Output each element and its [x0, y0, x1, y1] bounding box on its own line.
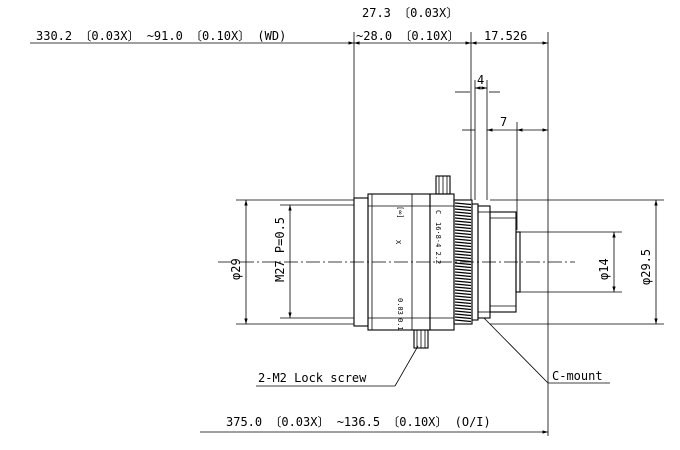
- knurl-line: [454, 229, 472, 233]
- knurl-line: [454, 244, 472, 248]
- knurl-line: [454, 220, 472, 224]
- knurl-line: [454, 208, 472, 212]
- knurl-line: [454, 214, 472, 218]
- oi-range-label: 375.0 〔0.03X〕 ~136.5 〔0.10X〕 (O/I): [226, 415, 491, 429]
- knurl-line: [454, 316, 472, 320]
- dia-29-label: φ29: [229, 258, 243, 280]
- knurl-line: [454, 202, 472, 206]
- flange-back-label: 17.526: [484, 29, 527, 43]
- knurl-line: [454, 232, 472, 236]
- knurl-line: [454, 205, 472, 209]
- knurl-line: [454, 268, 472, 272]
- leader-lines: [256, 317, 610, 387]
- knurl-line: [454, 235, 472, 239]
- knurl-line: [454, 280, 472, 284]
- knurl-line: [454, 217, 472, 221]
- knurl-line: [454, 289, 472, 293]
- top-dimension-lines: [30, 41, 548, 132]
- focus-scale: 16·8·4 2.2: [434, 222, 442, 264]
- dim-7-label: 7: [500, 115, 507, 129]
- knurl-line: [454, 295, 472, 299]
- knurl-line: [454, 238, 472, 242]
- lens-body: [353, 193, 521, 331]
- focus-scale-c: C: [434, 210, 442, 214]
- knurl-line: [454, 313, 472, 317]
- lock-screw-bottom: [413, 329, 429, 349]
- knurl-line: [454, 304, 472, 308]
- thread-label: M27 P=0.5: [273, 217, 287, 282]
- c-mount-callout: C-mount: [552, 369, 603, 383]
- lock-screw-callout: 2-M2 Lock screw: [258, 371, 367, 385]
- extension-lines: [353, 32, 549, 436]
- knurl-line: [454, 286, 472, 290]
- length-top-label: 27.3 〔0.03X〕: [362, 6, 458, 20]
- knurl-line: [454, 274, 472, 278]
- lock-screw-top: [435, 175, 451, 195]
- lens-mark-bottom-b: 0.1: [396, 318, 404, 331]
- knurl-line: [454, 292, 472, 296]
- knurl-line: [454, 253, 472, 257]
- lens-mark-x: X: [394, 240, 402, 245]
- dia-14-label: φ14: [597, 258, 611, 280]
- length-bottom-label: ~28.0 〔0.10X〕: [356, 29, 459, 43]
- dim-4-label: 4: [477, 73, 484, 87]
- knurl-line: [454, 250, 472, 254]
- lens-mark-bottom-a: 0.03: [396, 298, 404, 315]
- lens-mark-top: [∞]: [396, 206, 404, 219]
- knurl-line: [454, 265, 472, 269]
- knurl-line: [454, 247, 472, 251]
- dia-29-5-label: φ29.5: [639, 249, 653, 285]
- knurl-line: [454, 241, 472, 245]
- knurl-line: [454, 298, 472, 302]
- knurl-line: [454, 259, 472, 263]
- knurl-line: [454, 271, 472, 275]
- knurl-line: [454, 319, 472, 323]
- knurl-line: [454, 223, 472, 227]
- knurl-line: [454, 310, 472, 314]
- knurl-line: [454, 256, 472, 260]
- knurl-line: [454, 226, 472, 230]
- knurl-line: [454, 307, 472, 311]
- knurl-line: [454, 277, 472, 281]
- wd-range-label: 330.2 〔0.03X〕 ~91.0 〔0.10X〕 (WD): [36, 29, 286, 43]
- knurl-line: [454, 211, 472, 215]
- knurl-line: [454, 301, 472, 305]
- knurl-line: [454, 262, 472, 266]
- knurl-line: [454, 283, 472, 287]
